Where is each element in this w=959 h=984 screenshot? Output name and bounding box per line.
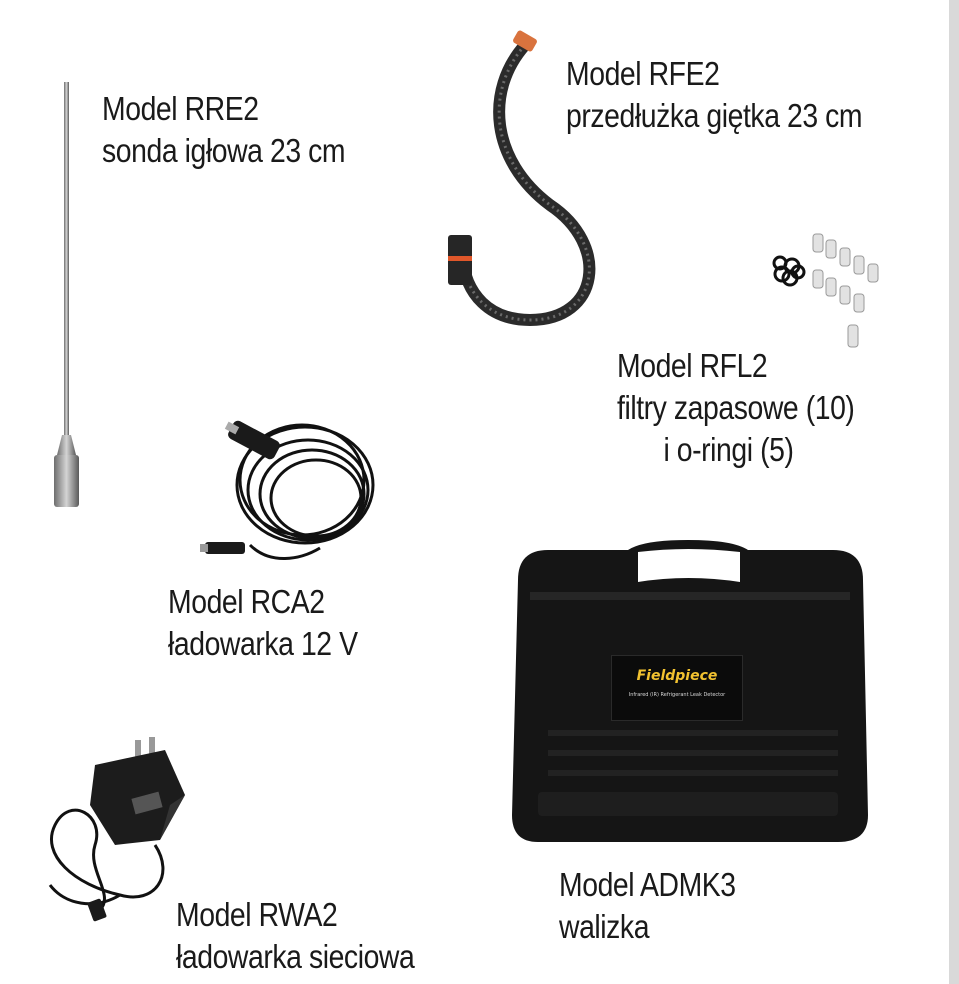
model-name: Model ADMK3 [559,866,736,903]
model-name: Model RRE2 [102,90,259,127]
model-description: sonda igłowa 23 cm [102,132,346,169]
label-rca2: Model RCA2 ładowarka 12 V [168,581,358,665]
model-description: ładowarka sieciowa [176,938,415,975]
case-brand: Fieldpiece [636,668,718,684]
model-name: Model RFL2 [617,347,768,384]
case-subtitle: Infrared (IR) Refrigerant Leak Detector [628,692,726,698]
case-label-plate: Fieldpiece Infrared (IR) Refrigerant Lea… [611,655,743,721]
scrollbar[interactable] [949,0,959,984]
wall-charger-image [48,737,185,922]
model-name: Model RFE2 [566,55,720,92]
model-description-2: i o-ringi (5) [663,431,794,468]
model-name: Model RWA2 [176,896,338,933]
car-charger-image [200,420,375,560]
model-description: ładowarka 12 V [168,625,358,662]
carry-case-image: Fieldpiece Infrared (IR) Refrigerant Lea… [508,530,870,848]
model-description: filtry zapasowe (10) [617,389,855,426]
filters-orings-image [772,233,879,348]
model-description: przedłużka giętka 23 cm [566,97,863,134]
label-rwa2: Model RWA2 ładowarka sieciowa [176,894,415,978]
label-admk3: Model ADMK3 walizka [559,864,736,948]
label-rre2: Model RRE2 sonda igłowa 23 cm [102,88,346,172]
label-rfe2: Model RFE2 przedłużka giętka 23 cm [566,53,863,137]
label-rfl2: Model RFL2 filtry zapasowe (10) i o-ring… [617,345,855,471]
model-name: Model RCA2 [168,583,325,620]
flex-extension-image [448,30,596,327]
needle-probe-image [54,82,79,507]
model-description: walizka [559,908,650,945]
